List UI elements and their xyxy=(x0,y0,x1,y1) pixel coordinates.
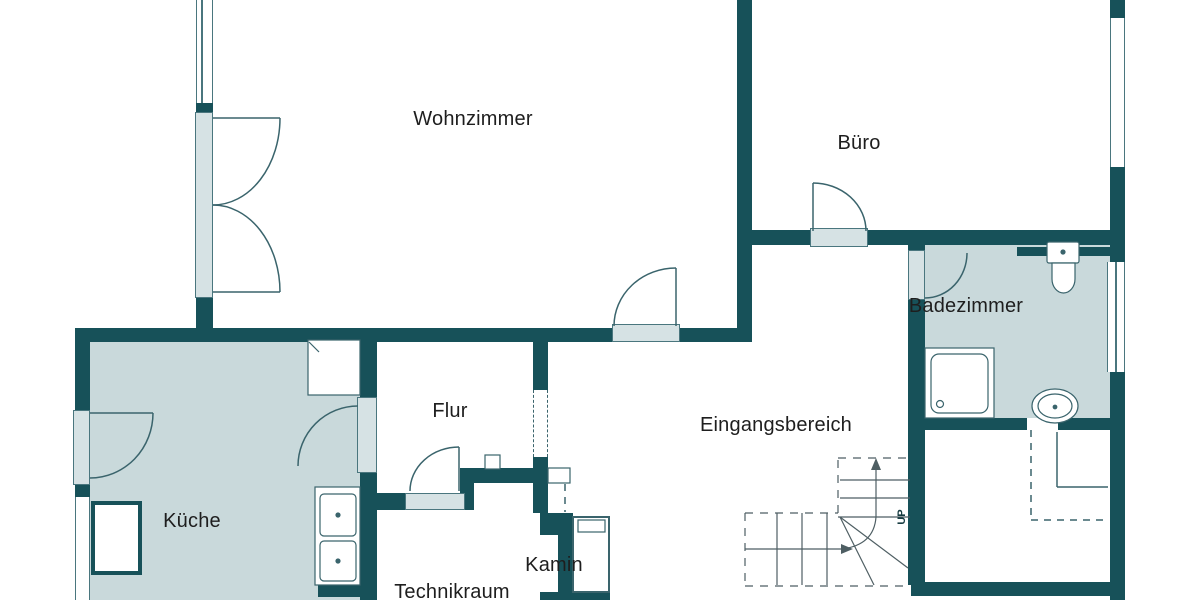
chimney-wall xyxy=(540,513,573,535)
room-label-kamin: Kamin xyxy=(525,554,583,576)
chimney-wall xyxy=(558,535,573,595)
utility-door-swing xyxy=(409,446,460,492)
kitchen-hall-door-swing xyxy=(297,405,359,467)
door-sill-bathroom xyxy=(908,250,925,300)
chimney-firebox xyxy=(572,516,610,593)
wall-segment xyxy=(318,583,360,597)
sink-fixture xyxy=(1031,388,1079,424)
office-door-swing xyxy=(812,182,867,232)
door-sill-kitchen-hall xyxy=(357,397,377,473)
wall-segment xyxy=(911,582,1125,596)
stairs-up-label: UP xyxy=(896,509,908,525)
window xyxy=(75,497,90,600)
stair-arrow-up xyxy=(871,458,881,470)
window xyxy=(1107,262,1125,372)
room-label-flur: Flur xyxy=(432,400,468,422)
window-pane-line xyxy=(201,0,203,103)
room-label-buero: Büro xyxy=(837,132,881,154)
room-label-badezimmer: Badezimmer xyxy=(908,295,1024,317)
wall-segment xyxy=(737,0,752,340)
window-pane-line xyxy=(1115,262,1117,372)
kitchen-sink-unit xyxy=(314,486,361,586)
livingroom-door-swing xyxy=(613,267,677,327)
room-label-wohnzimmer: Wohnzimmer xyxy=(413,108,533,130)
room-label-eingangsbereich: Eingangsbereich xyxy=(700,414,852,436)
toilet-fixture xyxy=(1046,241,1080,294)
staircase xyxy=(744,457,911,587)
lower-room-door xyxy=(1056,432,1108,488)
wall-segment xyxy=(908,240,925,585)
stair-outline-dashed xyxy=(744,457,911,587)
door-sill-kitchen-entry xyxy=(73,410,90,485)
door-sill-livingroom xyxy=(612,324,680,342)
bathroom-door-swing xyxy=(924,252,968,299)
door-sill-office xyxy=(810,228,868,247)
stair-arrow-right xyxy=(841,544,853,554)
door-sill-utility xyxy=(405,493,465,510)
chimney-wall xyxy=(540,592,610,600)
kitchen-stove-block xyxy=(91,501,142,575)
door-sill-french-door xyxy=(195,112,213,298)
room-label-kueche: Küche xyxy=(163,510,221,532)
niche-boxes xyxy=(484,454,571,484)
wall-segment xyxy=(75,328,752,342)
window xyxy=(196,0,213,103)
shower-fixture xyxy=(924,347,995,419)
wall-opening-dashed xyxy=(533,390,548,457)
kitchen-counter xyxy=(307,339,361,396)
wall-segment xyxy=(462,468,535,483)
french-door-swing xyxy=(212,117,281,293)
dashed-markings xyxy=(564,430,1108,521)
kitchen-entry-door-swing xyxy=(89,412,154,479)
room-label-technikraum: Technikraum xyxy=(394,581,510,600)
window xyxy=(1110,18,1125,167)
